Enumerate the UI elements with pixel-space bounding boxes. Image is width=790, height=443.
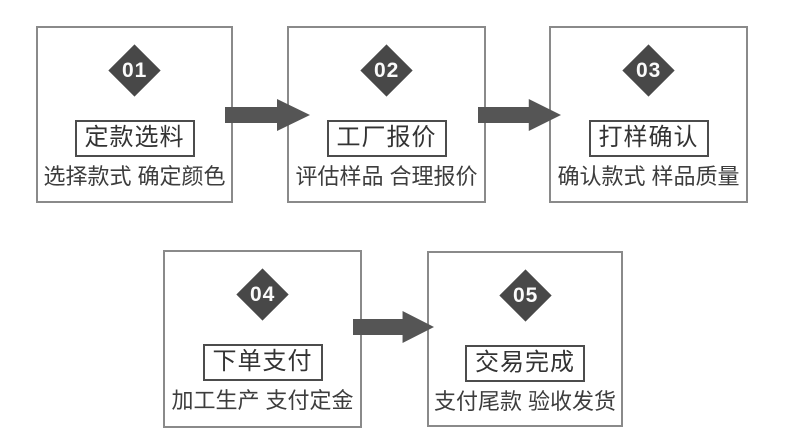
- step-number: 01: [121, 58, 148, 82]
- step-number: 04: [249, 282, 276, 306]
- arrow-right-icon: [353, 310, 434, 344]
- arrow-right-icon: [478, 98, 561, 132]
- step-title: 打样确认: [588, 120, 709, 157]
- step-number-diamond-icon: 04: [236, 268, 289, 321]
- step-box-2: 02 工厂报价 评估样品 合理报价: [287, 26, 486, 203]
- step-number-diamond-icon: 03: [622, 44, 675, 97]
- step-number: 03: [635, 58, 662, 82]
- step-title: 定款选料: [74, 120, 195, 157]
- arrow-right-icon: [225, 98, 310, 132]
- step-number-diamond-icon: 02: [360, 44, 413, 97]
- step-title: 交易完成: [465, 345, 585, 382]
- step-subtitle: 评估样品 合理报价: [295, 164, 478, 189]
- step-box-4: 04 下单支付 加工生产 支付定金: [163, 250, 362, 428]
- step-number-diamond-icon: 01: [108, 44, 161, 97]
- step-box-1: 01 定款选料 选择款式 确定颜色: [36, 26, 233, 203]
- step-number: 05: [512, 283, 538, 307]
- step-number-diamond-icon: 05: [498, 269, 552, 322]
- step-box-5: 05 交易完成 支付尾款 验收发货: [427, 251, 623, 427]
- step-title: 工厂报价: [326, 120, 447, 157]
- step-box-3: 03 打样确认 确认款式 样品质量: [549, 26, 748, 203]
- step-title: 下单支付: [202, 344, 323, 381]
- step-subtitle: 支付尾款 验收发货: [433, 389, 617, 414]
- step-subtitle: 确认款式 样品质量: [557, 164, 740, 189]
- step-subtitle: 选择款式 确定颜色: [43, 164, 226, 189]
- step-subtitle: 加工生产 支付定金: [171, 388, 354, 413]
- step-number: 02: [373, 58, 400, 82]
